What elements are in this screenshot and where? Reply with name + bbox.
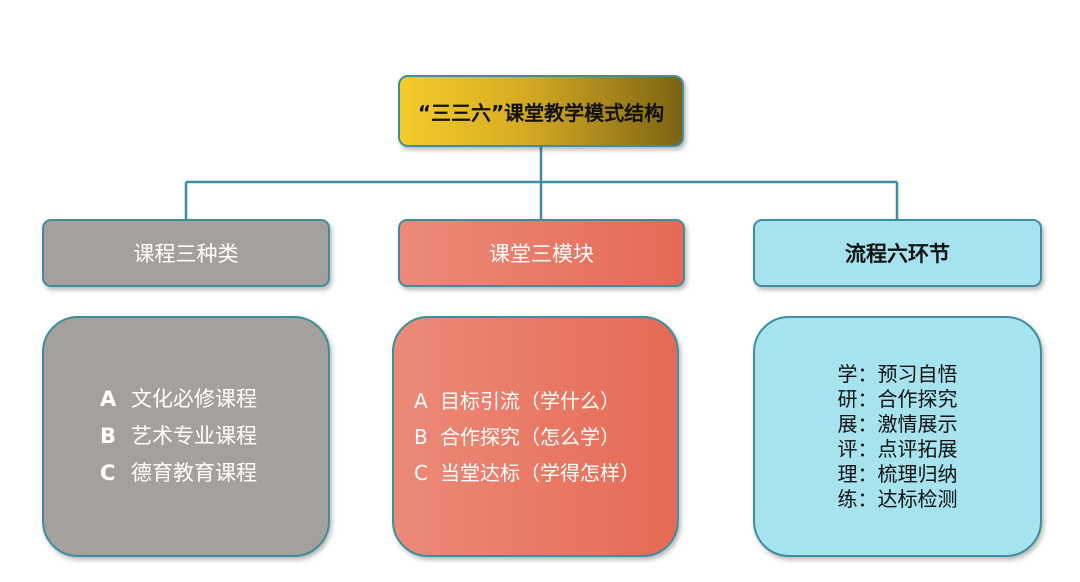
category-class-modules: 课堂三模块 [398, 219, 685, 287]
root-node: “三三六”课堂教学模式结构 [398, 75, 684, 147]
list-item: 理：梳理归纳 [837, 461, 958, 486]
item-letter: B [100, 424, 117, 448]
item-letter: A [414, 388, 428, 413]
list-item: B 艺术专业课程 [100, 426, 257, 447]
list-item: A 文化必修课程 [100, 389, 257, 410]
item-text: 德育教育课程 [131, 461, 257, 485]
list-item: 学：预习自悟 [837, 361, 958, 386]
item-text: 合作探究（怎么学） [440, 424, 620, 449]
item-text: 文化必修课程 [131, 387, 257, 411]
panel-course-types: A 文化必修课程 B 艺术专业课程 C 德育教育课程 [42, 316, 330, 557]
category-process-steps: 流程六环节 [753, 219, 1042, 287]
panel-process-steps: 学：预习自悟 研：合作探究 展：激情展示 评：点评拓展 理：梳理归纳 练：达标检… [753, 316, 1042, 557]
list-item: C 当堂达标（学得怎样） [414, 463, 640, 483]
category-course-types: 课程三种类 [42, 219, 330, 287]
item-text: 当堂达标（学得怎样） [440, 460, 640, 485]
category-title: 课程三种类 [133, 242, 239, 266]
root-title: “三三六”课堂教学模式结构 [417, 100, 665, 125]
item-letter: B [414, 424, 428, 449]
category-title: 流程六环节 [845, 242, 950, 266]
category-title: 课堂三模块 [489, 242, 594, 266]
item-text: 艺术专业课程 [131, 424, 257, 448]
item-letter: C [414, 460, 428, 485]
item-letter: C [100, 461, 116, 485]
list-item: 研：合作探究 [837, 386, 958, 411]
list-item: B 合作探究（怎么学） [414, 427, 620, 447]
item-text: 目标引流（学什么） [440, 388, 620, 413]
list-item: 练：达标检测 [837, 486, 958, 511]
item-letter: A [100, 387, 117, 411]
list-item: A 目标引流（学什么） [414, 391, 620, 411]
panel-class-modules: A 目标引流（学什么） B 合作探究（怎么学） C 当堂达标（学得怎样） [392, 316, 679, 557]
list-item: C 德育教育课程 [100, 463, 257, 484]
list-item: 展：激情展示 [837, 411, 958, 436]
list-item: 评：点评拓展 [837, 436, 958, 461]
